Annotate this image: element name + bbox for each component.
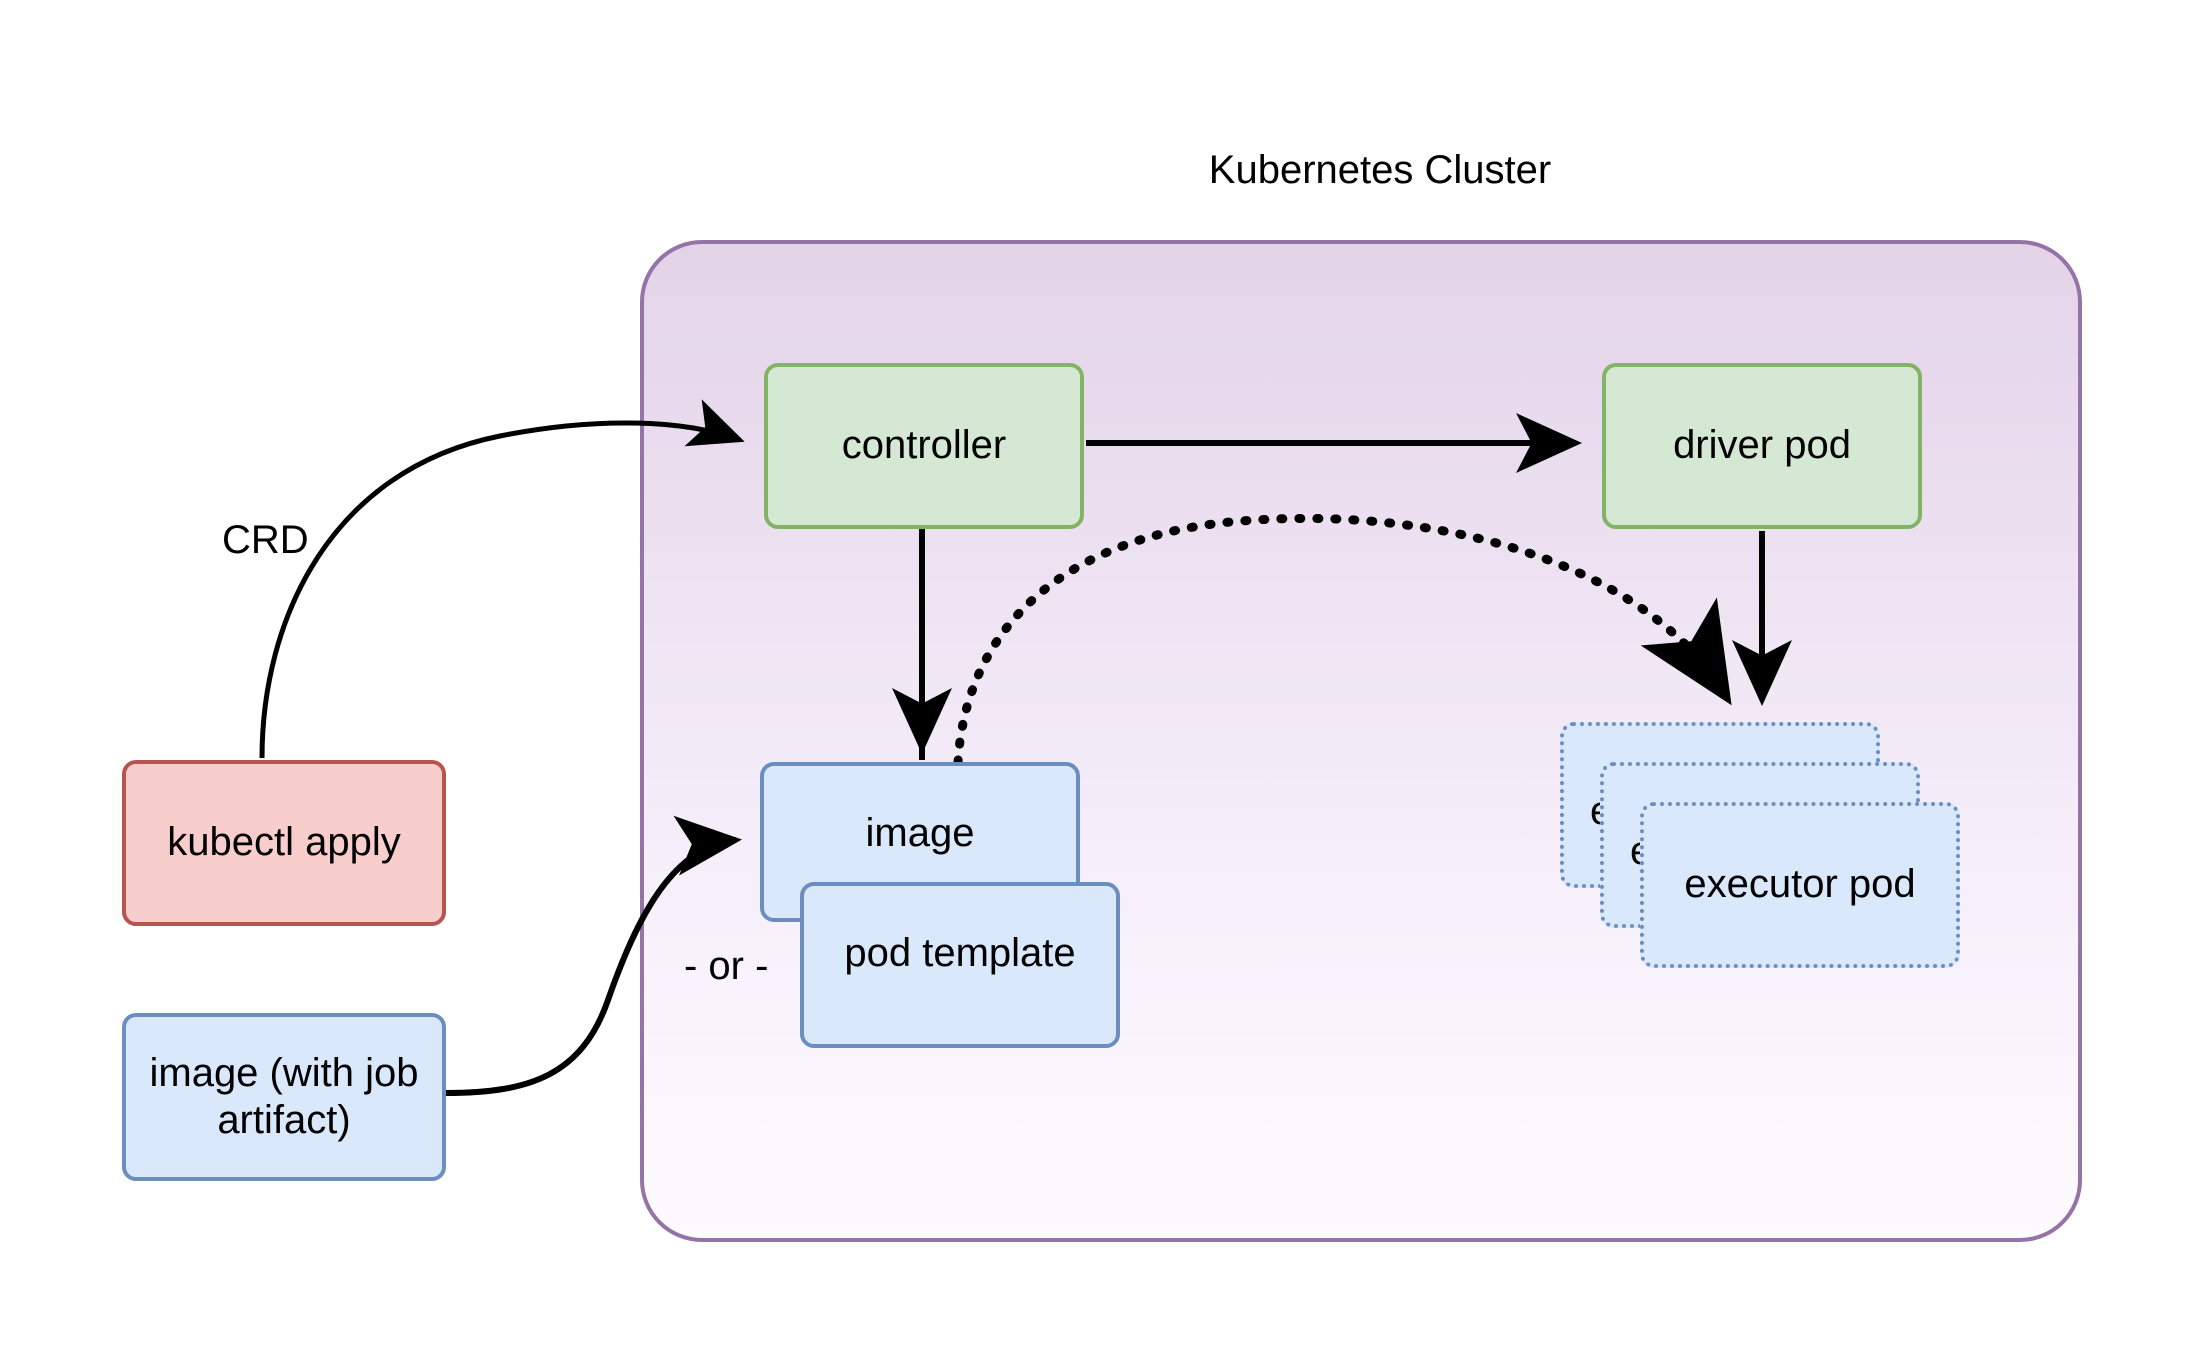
edge-artifact-to-image: [445, 815, 742, 1096]
edge-kubectl-to-controller: [259, 399, 745, 759]
node-executor-pod-front-label: executor pod: [1684, 862, 1916, 907]
node-image-with-job-artifact-label: image (with job artifact): [149, 1050, 419, 1142]
cluster-title: Kubernetes Cluster: [1208, 148, 1552, 192]
node-image-label: image: [865, 811, 975, 855]
node-kubectl-apply[interactable]: kubectl apply: [122, 760, 446, 926]
node-kubectl-apply-label: kubectl apply: [167, 820, 401, 865]
node-driver-pod[interactable]: driver pod: [1602, 363, 1922, 529]
node-pod-template-label: pod template: [844, 931, 1076, 975]
node-pod-template[interactable]: pod template: [800, 882, 1120, 1048]
edge-label-crd: CRD: [222, 518, 309, 562]
node-controller[interactable]: controller: [764, 363, 1084, 529]
node-executor-pod-front[interactable]: executor pod: [1640, 802, 1960, 968]
node-driver-pod-label: driver pod: [1673, 423, 1851, 468]
edge-image-to-executor-dotted: [953, 513, 1732, 767]
node-controller-label: controller: [841, 423, 1007, 468]
edge-label-or: - or -: [684, 944, 769, 988]
node-image-with-job-artifact[interactable]: image (with job artifact): [122, 1013, 446, 1181]
